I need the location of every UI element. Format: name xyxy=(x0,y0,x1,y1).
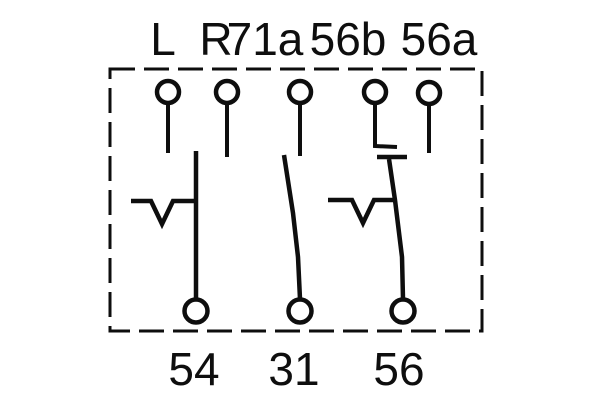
label-terminal-56a: 56a xyxy=(401,13,478,65)
terminal-circle-l xyxy=(154,78,182,106)
switch-arm-31 xyxy=(281,154,303,300)
terminal-circle-56 xyxy=(389,297,417,325)
label-terminal-71a: 71a xyxy=(227,13,304,65)
detent-symbol-left xyxy=(131,198,196,230)
label-terminal-31: 31 xyxy=(268,343,319,395)
terminal-circle-56a xyxy=(415,79,443,107)
switch-arm-56 xyxy=(386,158,406,300)
label-terminal-54: 54 xyxy=(168,343,219,395)
terminal-circle-r xyxy=(213,78,241,106)
terminal-circle-71a xyxy=(286,78,314,106)
detent-symbol-right xyxy=(328,197,396,229)
label-terminal-56: 56 xyxy=(373,343,424,395)
terminal-circle-31 xyxy=(286,297,314,325)
terminal-circle-56b xyxy=(361,78,389,106)
label-terminal-l: L xyxy=(150,13,176,65)
component-boundary-box xyxy=(108,67,484,333)
label-terminal-56b: 56b xyxy=(310,13,387,65)
terminal-circle-54 xyxy=(182,297,210,325)
lead-56b-contact-hook xyxy=(373,105,398,149)
label-terminal-r: R xyxy=(199,13,232,65)
